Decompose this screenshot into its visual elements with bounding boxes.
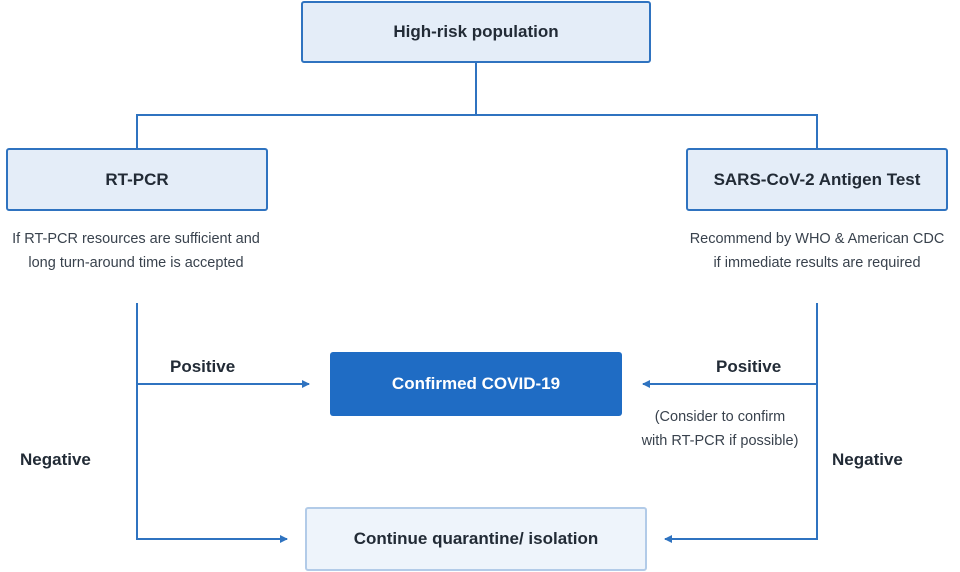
confirm-note-line1: (Consider to confirm: [654, 409, 786, 425]
antigen-note: Recommend by WHO & American CDC if immed…: [674, 227, 960, 275]
left-positive-label: Positive: [170, 357, 236, 376]
antigen-test-node: SARS-CoV-2 Antigen Test: [686, 148, 948, 211]
quarantine-label: Continue quarantine/ isolation: [353, 529, 599, 548]
left-negative-label: Negative: [20, 450, 91, 469]
antigen-note-line2: if immediate results are required: [713, 255, 921, 271]
antigen-note-line1: Recommend by WHO & American CDC: [689, 231, 945, 247]
high-risk-population-label: High-risk population: [393, 22, 559, 41]
rt-pcr-note-line2: long turn-around time is accepted: [28, 255, 244, 271]
quarantine-node: Continue quarantine/ isolation: [305, 507, 647, 571]
high-risk-population-node: High-risk population: [301, 1, 651, 63]
confirmed-covid-node: Confirmed COVID-19: [330, 352, 622, 416]
rt-pcr-note-line1: If RT-PCR resources are sufficient and: [12, 231, 260, 247]
rt-pcr-node: RT-PCR: [6, 148, 268, 211]
confirm-note: (Consider to confirm with RT-PCR if poss…: [630, 405, 810, 453]
rt-pcr-label: RT-PCR: [105, 169, 169, 189]
antigen-test-label: SARS-CoV-2 Antigen Test: [713, 169, 921, 189]
confirm-note-line2: with RT-PCR if possible): [641, 433, 799, 449]
rt-pcr-note: If RT-PCR resources are sufficient and l…: [0, 227, 272, 275]
right-positive-label: Positive: [716, 357, 782, 376]
confirmed-covid-label: Confirmed COVID-19: [391, 374, 561, 393]
right-negative-label: Negative: [832, 450, 903, 469]
